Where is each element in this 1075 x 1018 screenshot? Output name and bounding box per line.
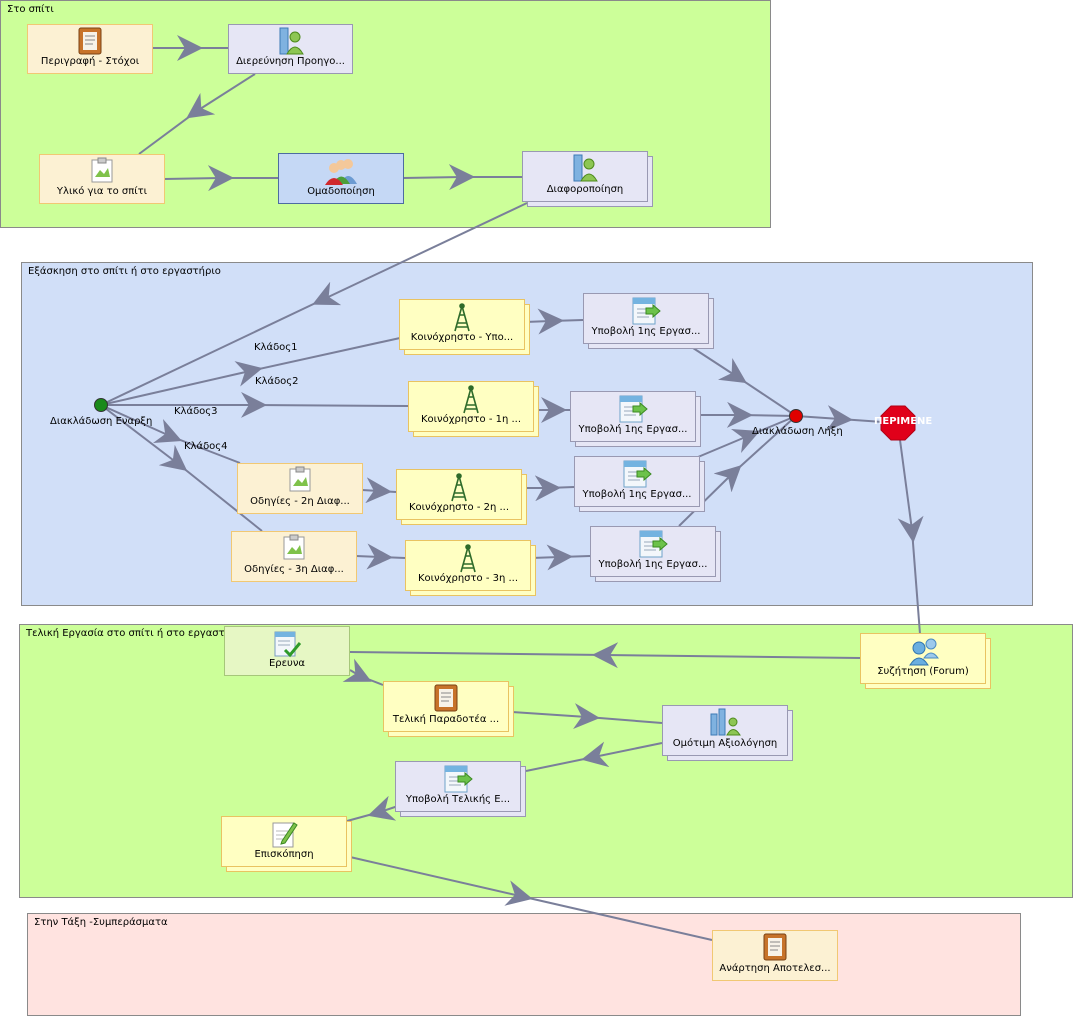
submit-icon xyxy=(443,764,473,797)
tower-icon xyxy=(460,384,482,417)
activity-label: Επισκόπηση xyxy=(254,849,314,860)
start-gate[interactable] xyxy=(94,398,108,412)
activity-odigies-2[interactable]: Οδηγίες - 2η Διαφ... xyxy=(237,463,363,514)
activity-diaforopoiisi[interactable]: Διαφοροποίηση xyxy=(522,151,648,202)
activity-odigies-3[interactable]: Οδηγίες - 3η Διαφ... xyxy=(231,531,357,582)
person-icon xyxy=(572,154,598,185)
activity-label: Υποβολή 1ης Εργασ... xyxy=(591,326,701,337)
activity-label: Ερευνα xyxy=(268,658,306,669)
tower-icon xyxy=(451,302,473,335)
activity-syzitisi[interactable]: Συζήτηση (Forum) xyxy=(860,633,986,684)
submit-icon xyxy=(631,296,661,329)
wait-gate-label: ΠΕΡΙΜΕΝΕ xyxy=(874,416,933,427)
notebook-icon xyxy=(78,27,102,58)
activity-label: Οδηγίες - 2η Διαφ... xyxy=(250,496,350,507)
person-icon xyxy=(709,708,741,739)
branch-label: Κλάδος4 xyxy=(184,441,228,452)
activity-koin-2h[interactable]: Κοινόχρηστο - 2η ... xyxy=(396,469,522,520)
submit-icon xyxy=(618,394,648,427)
branch-label: Κλάδος1 xyxy=(254,342,298,353)
branch-label: Κλάδος2 xyxy=(255,376,299,387)
region-class: Στην Τάξη -Συμπεράσματα xyxy=(27,913,1021,1016)
activity-label: Ομαδοποίηση xyxy=(307,186,375,197)
branch-label: Κλάδος3 xyxy=(174,406,218,417)
activity-yliko[interactable]: Υλικό για το σπίτι xyxy=(39,154,165,204)
activity-label: Κοινόχρηστο - 2η ... xyxy=(408,502,510,513)
image-icon xyxy=(281,534,307,565)
activity-label: Ομότιμη Αξιολόγηση xyxy=(672,738,778,749)
end-gate-label: Διακλάδωση Λήξη xyxy=(752,426,843,437)
activity-label: Διαφοροποίηση xyxy=(546,184,624,195)
activity-label: Κοινόχρηστο - Υπο... xyxy=(410,332,514,343)
region-label: Τελική Εργασία στο σπίτι ή στο εργαστήρι… xyxy=(26,628,247,639)
pencil-icon xyxy=(270,819,298,852)
tower-icon xyxy=(457,543,479,576)
activity-label: Ανάρτηση Αποτελεσ... xyxy=(719,963,831,974)
activity-label: Διερεύνηση Προηγο... xyxy=(236,56,345,67)
submit-icon xyxy=(622,459,652,492)
activity-omotimi[interactable]: Ομότιμη Αξιολόγηση xyxy=(662,705,788,756)
activity-diereynisi[interactable]: Διερεύνηση Προηγο... xyxy=(228,24,353,74)
stop-sign-icon[interactable]: ΠΕΡΙΜΕΝΕ xyxy=(874,405,932,441)
forum-icon xyxy=(907,636,939,669)
activity-ypovoli-tel[interactable]: Υποβολή Τελικής Ε... xyxy=(395,761,521,812)
activity-teliki-parad[interactable]: Τελική Παραδοτέα ... xyxy=(383,681,509,732)
activity-label: Οδηγίες - 3η Διαφ... xyxy=(244,564,344,575)
activity-label: Περιγραφή - Στόχοι xyxy=(40,56,140,67)
activity-label: Υλικό για το σπίτι xyxy=(56,186,148,197)
image-icon xyxy=(287,466,313,497)
activity-label: Κοινόχρηστο - 3η ... xyxy=(417,573,519,584)
end-gate[interactable] xyxy=(789,409,803,423)
activity-ereyna[interactable]: Ερευνα xyxy=(224,626,350,676)
activity-perigrafi[interactable]: Περιγραφή - Στόχοι xyxy=(27,24,153,74)
start-gate-label: Διακλάδωση Εναρξη xyxy=(50,416,153,427)
activity-label: Κοινόχρηστο - 1η ... xyxy=(420,414,522,425)
image-icon xyxy=(89,157,115,188)
submit-icon xyxy=(638,529,668,562)
checklist-icon xyxy=(273,629,302,662)
activity-koin-ypo[interactable]: Κοινόχρηστο - Υπο... xyxy=(399,299,525,350)
activity-label: Τελική Παραδοτέα ... xyxy=(392,714,500,725)
notebook-icon xyxy=(763,933,787,964)
activity-ypovoli-d[interactable]: Υποβολή 1ης Εργασ... xyxy=(590,526,716,577)
activity-label: Υποβολή 1ης Εργασ... xyxy=(598,559,708,570)
activity-label: Υποβολή Τελικής Ε... xyxy=(405,794,511,805)
activity-koin-3h[interactable]: Κοινόχρηστο - 3η ... xyxy=(405,540,531,591)
activity-anartisi[interactable]: Ανάρτηση Αποτελεσ... xyxy=(712,930,838,981)
activity-label: Υποβολή 1ης Εργασ... xyxy=(578,424,688,435)
activity-ypovoli-b[interactable]: Υποβολή 1ης Εργασ... xyxy=(570,391,696,442)
activity-label: Υποβολή 1ης Εργασ... xyxy=(582,489,692,500)
person-icon xyxy=(278,27,304,58)
activity-ypovoli-c[interactable]: Υποβολή 1ης Εργασ... xyxy=(574,456,700,507)
group-icon xyxy=(324,156,358,189)
region-label: Στην Τάξη -Συμπεράσματα xyxy=(34,917,168,928)
region-label: Εξάσκηση στο σπίτι ή στο εργαστήριο xyxy=(28,266,221,277)
activity-episkopisi[interactable]: Επισκόπηση xyxy=(221,816,347,867)
activity-omadopoiisi[interactable]: Ομαδοποίηση xyxy=(278,153,404,204)
activity-ypovoli-a[interactable]: Υποβολή 1ης Εργασ... xyxy=(583,293,709,344)
activity-koin-1h[interactable]: Κοινόχρηστο - 1η ... xyxy=(408,381,534,432)
notebook-icon xyxy=(434,684,458,715)
tower-icon xyxy=(448,472,470,505)
region-label: Στο σπίτι xyxy=(7,4,54,15)
activity-label: Συζήτηση (Forum) xyxy=(877,666,969,677)
